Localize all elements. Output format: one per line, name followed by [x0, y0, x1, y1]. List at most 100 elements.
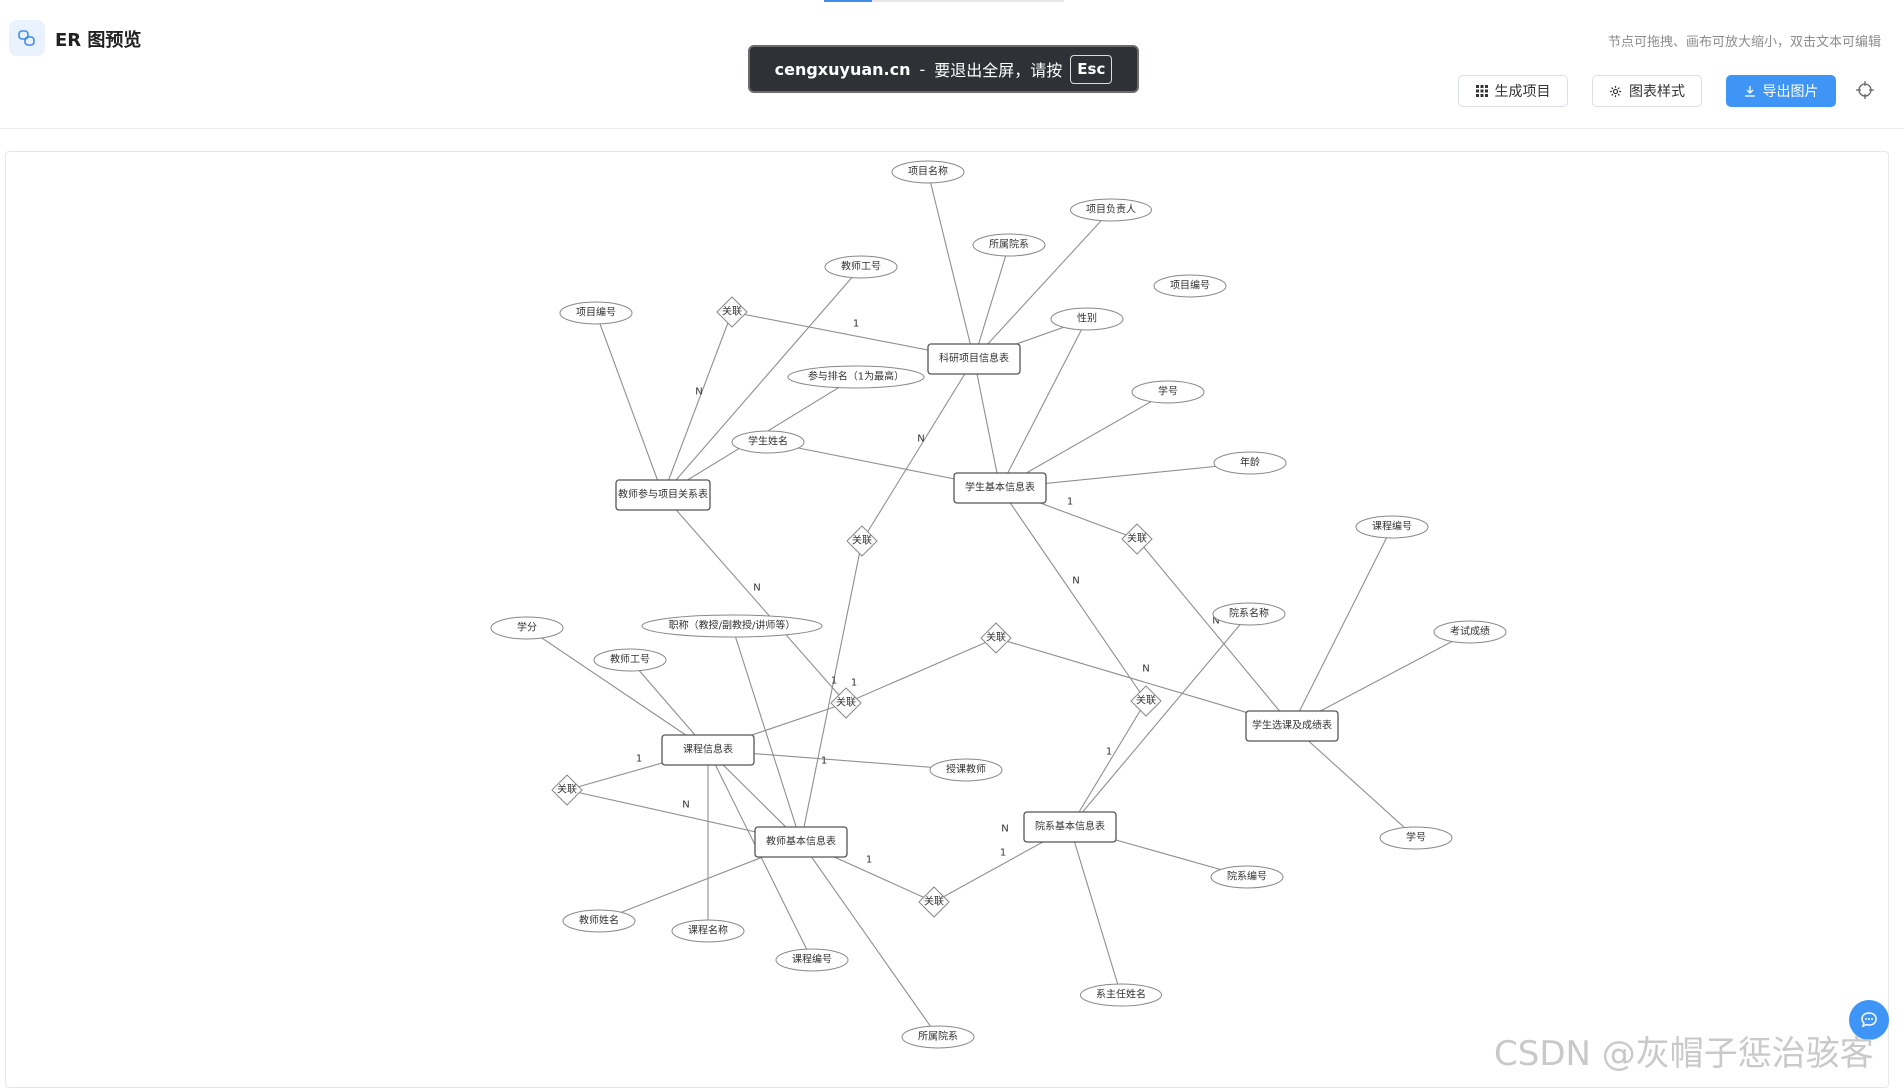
edge-line	[1291, 526, 1393, 727]
entity-label: 教师基本信息表	[766, 835, 836, 848]
entity-label: 学生基本信息表	[965, 481, 1035, 494]
attribute-label: 院系编号	[1227, 870, 1267, 883]
chat-bubble-icon[interactable]	[1849, 1000, 1889, 1040]
relationship-label: 关联	[836, 696, 856, 709]
crosshair-icon[interactable]	[1855, 80, 1875, 100]
attribute-node[interactable]: 所属院系	[972, 233, 1046, 257]
cardinality-label: 1	[1067, 497, 1073, 508]
attribute-label: 学号	[1158, 385, 1178, 398]
entity-node[interactable]: 学生基本信息表	[953, 472, 1047, 504]
cardinality-label: 1	[1106, 747, 1112, 758]
attribute-node[interactable]: 所属院系	[901, 1025, 975, 1049]
attribute-ellipse	[1213, 451, 1287, 475]
grid-icon	[1475, 85, 1488, 97]
attribute-label: 学号	[1406, 831, 1426, 844]
attribute-ellipse	[731, 430, 805, 454]
attribute-node[interactable]: 职称（教授/副教授/讲师等）	[641, 614, 823, 638]
relationship-diamond	[716, 296, 748, 328]
attribute-node[interactable]: 教师工号	[824, 255, 898, 279]
attribute-node[interactable]: 院系名称	[1212, 602, 1286, 626]
edge-line	[595, 312, 664, 496]
relationship-node[interactable]: 关联	[918, 886, 950, 918]
attribute-node[interactable]: 性别	[1050, 307, 1124, 331]
attribute-node[interactable]: 年龄	[1213, 451, 1287, 475]
attribute-node[interactable]: 参与排名（1为最高）	[787, 365, 925, 389]
attribute-label: 所属院系	[918, 1030, 958, 1043]
relationship-node[interactable]: 关联	[830, 687, 862, 719]
entity-node[interactable]: 科研项目信息表	[927, 343, 1021, 375]
attribute-node[interactable]: 学生姓名	[731, 430, 805, 454]
attribute-node[interactable]: 学号	[1131, 380, 1205, 404]
relationship-node[interactable]: 关联	[1130, 685, 1162, 717]
relationship-diamond	[918, 886, 950, 918]
attribute-node[interactable]: 项目编号	[559, 301, 633, 325]
attribute-ellipse	[1080, 983, 1162, 1007]
entity-node[interactable]: 课程信息表	[661, 734, 755, 766]
export-image-button[interactable]: 导出图片	[1726, 75, 1836, 107]
attribute-node[interactable]: 项目负责人	[1070, 198, 1152, 222]
edge-line	[1136, 538, 1293, 727]
attribute-node[interactable]: 项目编号	[1153, 274, 1227, 298]
attribute-label: 项目编号	[1170, 279, 1210, 292]
cardinality-label: 1	[853, 319, 859, 330]
attribute-node[interactable]: 院系编号	[1210, 865, 1284, 889]
chart-style-label: 图表样式	[1629, 84, 1685, 100]
header-bar: ER 图预览 节点可拖拽、画布可放大缩小，双击文本可编辑 cengxuyuan.…	[0, 0, 1904, 129]
entity-node[interactable]: 学生选课及成绩表	[1245, 710, 1339, 742]
attribute-node[interactable]: 学号	[1379, 826, 1453, 850]
edge-line	[800, 841, 939, 1038]
attribute-node[interactable]: 授课教师	[929, 758, 1003, 782]
relationship-diamond	[846, 525, 878, 557]
edge-line	[861, 358, 975, 542]
attribute-ellipse	[775, 948, 849, 972]
attribute-node[interactable]: 课程编号	[775, 948, 849, 972]
relationship-node[interactable]: 关联	[716, 296, 748, 328]
relationship-node[interactable]: 关联	[980, 622, 1012, 654]
attribute-node[interactable]: 考试成绩	[1433, 620, 1507, 644]
attribute-label: 教师工号	[610, 653, 650, 666]
attribute-ellipse	[972, 233, 1046, 257]
relationship-label: 关联	[1127, 532, 1147, 545]
cardinality-label: N	[1001, 824, 1008, 835]
progress-bar	[824, 0, 1064, 2]
attribute-node[interactable]: 系主任姓名	[1080, 983, 1162, 1007]
attribute-label: 课程编号	[1372, 520, 1412, 533]
edge-line	[526, 627, 709, 751]
relationship-node[interactable]: 关联	[1121, 523, 1153, 555]
edge-line	[999, 391, 1169, 489]
attribute-label: 课程名称	[688, 924, 728, 937]
entity-node[interactable]: 教师基本信息表	[754, 826, 848, 858]
attribute-label: 职称（教授/副教授/讲师等）	[669, 619, 796, 632]
entity-node[interactable]: 教师参与项目关系表	[615, 479, 711, 511]
entity-box	[1245, 710, 1339, 742]
attribute-node[interactable]: 教师姓名	[562, 909, 636, 933]
edge-line	[995, 637, 1293, 727]
attribute-node[interactable]: 学分	[490, 616, 564, 640]
relationship-node[interactable]: 关联	[551, 774, 583, 806]
entity-box	[1023, 811, 1117, 843]
usage-hint: 节点可拖拽、画布可放大缩小，双击文本可编辑	[1607, 35, 1881, 50]
chart-style-button[interactable]: 图表样式	[1592, 75, 1702, 107]
entity-node[interactable]: 院系基本信息表	[1023, 811, 1117, 843]
edge-line	[973, 358, 1001, 489]
generate-project-button[interactable]: 生成项目	[1458, 75, 1568, 107]
attribute-node[interactable]: 课程名称	[671, 919, 745, 943]
attribute-node[interactable]: 课程编号	[1355, 515, 1429, 539]
attribute-node[interactable]: 项目名称	[891, 160, 965, 184]
attribute-ellipse	[891, 160, 965, 184]
edge-line	[1069, 826, 1122, 996]
attribute-label: 年龄	[1240, 456, 1260, 469]
relationship-diamond	[1130, 685, 1162, 717]
attribute-ellipse	[929, 758, 1003, 782]
edge-line	[1291, 725, 1417, 839]
relationship-node[interactable]: 关联	[846, 525, 878, 557]
attribute-ellipse	[490, 616, 564, 640]
relationship-diamond	[830, 687, 862, 719]
esc-key[interactable]: Esc	[1070, 54, 1113, 84]
attribute-node[interactable]: 教师工号	[593, 648, 667, 672]
cardinality-label: N	[753, 583, 760, 594]
cardinality-label: 1	[636, 754, 642, 765]
